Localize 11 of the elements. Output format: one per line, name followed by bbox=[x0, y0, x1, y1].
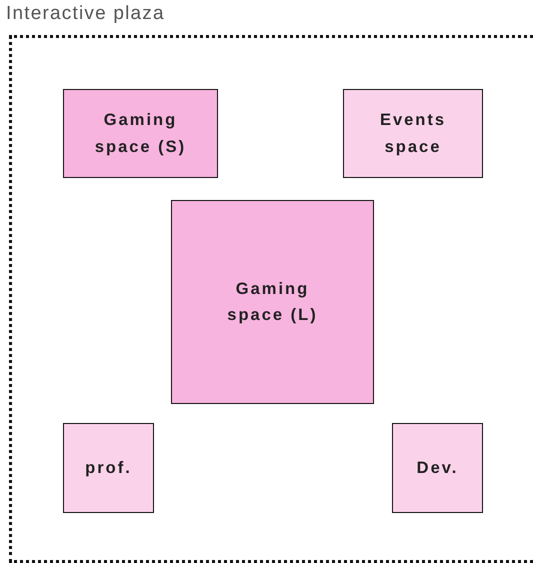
room-box bbox=[343, 89, 483, 178]
room-label: Events space bbox=[378, 110, 448, 158]
room-box bbox=[171, 200, 374, 404]
room-label: Dev. bbox=[416, 458, 458, 479]
room-label: Gaming space (L) bbox=[226, 278, 319, 326]
room-label: prof. bbox=[85, 458, 132, 479]
room-box bbox=[63, 423, 154, 513]
area-title: Interactive plaza bbox=[6, 3, 165, 25]
room-label: Gaming space (S) bbox=[94, 110, 188, 158]
room-box bbox=[392, 423, 483, 513]
room-box bbox=[63, 89, 218, 178]
